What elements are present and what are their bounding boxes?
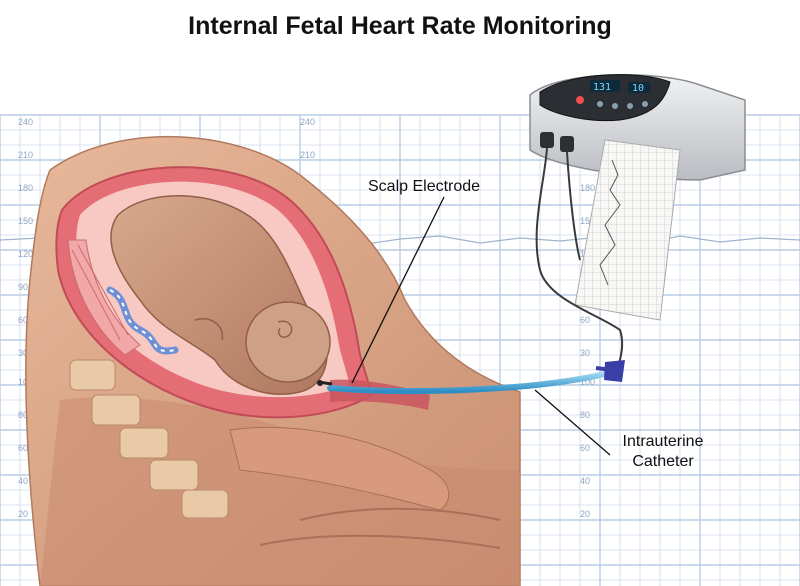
electrode-cable [535, 147, 624, 373]
scale-tick-label: 210 [18, 150, 33, 160]
monitor-readout-left: 131 [593, 82, 611, 93]
spine-vertebrae [69, 359, 501, 549]
ctg-paper-strip [574, 139, 681, 321]
scale-tick-label: 40 [580, 476, 590, 486]
scale-tick-label: 30 [580, 348, 590, 358]
scale-tick-label: 30 [18, 348, 28, 358]
umbilical-cord [106, 286, 179, 355]
scale-tick-label: 210 [300, 150, 315, 160]
fetus [110, 194, 331, 395]
scale-tick-label: 20 [18, 509, 28, 519]
scale-tick-label: 150 [580, 216, 595, 226]
scale-tick-label: 60 [580, 315, 590, 325]
scale-tick-label: 180 [580, 183, 595, 193]
fetal-monitor-icon: 131 10 [529, 74, 746, 181]
scale-tick-label: 120 [18, 249, 33, 259]
diagram-title: Internal Fetal Heart Rate Monitoring [188, 12, 612, 40]
label-catheter-line1: Intrauterine [622, 433, 704, 450]
label-catheter-line2: Catheter [632, 453, 694, 470]
scale-tick-label: 90 [18, 282, 28, 292]
scale-tick-label: 20 [580, 509, 590, 519]
label-scalp-electrode: Scalp Electrode [368, 178, 481, 195]
intrauterine-catheter-icon [327, 360, 625, 394]
scalp-electrode-icon [317, 380, 333, 386]
scale-tick-label: 180 [18, 183, 33, 193]
scale-tick-label: 240 [300, 117, 315, 127]
scale-tick-label: 150 [18, 216, 33, 226]
scale-tick-label: 40 [18, 476, 28, 486]
scale-tick-label: 60 [580, 443, 590, 453]
scale-tick-label: 60 [18, 315, 28, 325]
label-intrauterine-catheter: Intrauterine Catheter [598, 432, 728, 472]
scale-tick-label: 60 [18, 443, 28, 453]
scale-tick-label: 80 [580, 410, 590, 420]
leader-line-catheter [534, 389, 611, 456]
leader-line-scalp [351, 196, 445, 384]
scale-tick-label: 240 [18, 117, 33, 127]
monitor-readout-right: 10 [632, 83, 644, 94]
scale-tick-label: 80 [18, 410, 28, 420]
scale-tick-label: 100 [580, 377, 595, 387]
catheter-cable [566, 151, 581, 261]
